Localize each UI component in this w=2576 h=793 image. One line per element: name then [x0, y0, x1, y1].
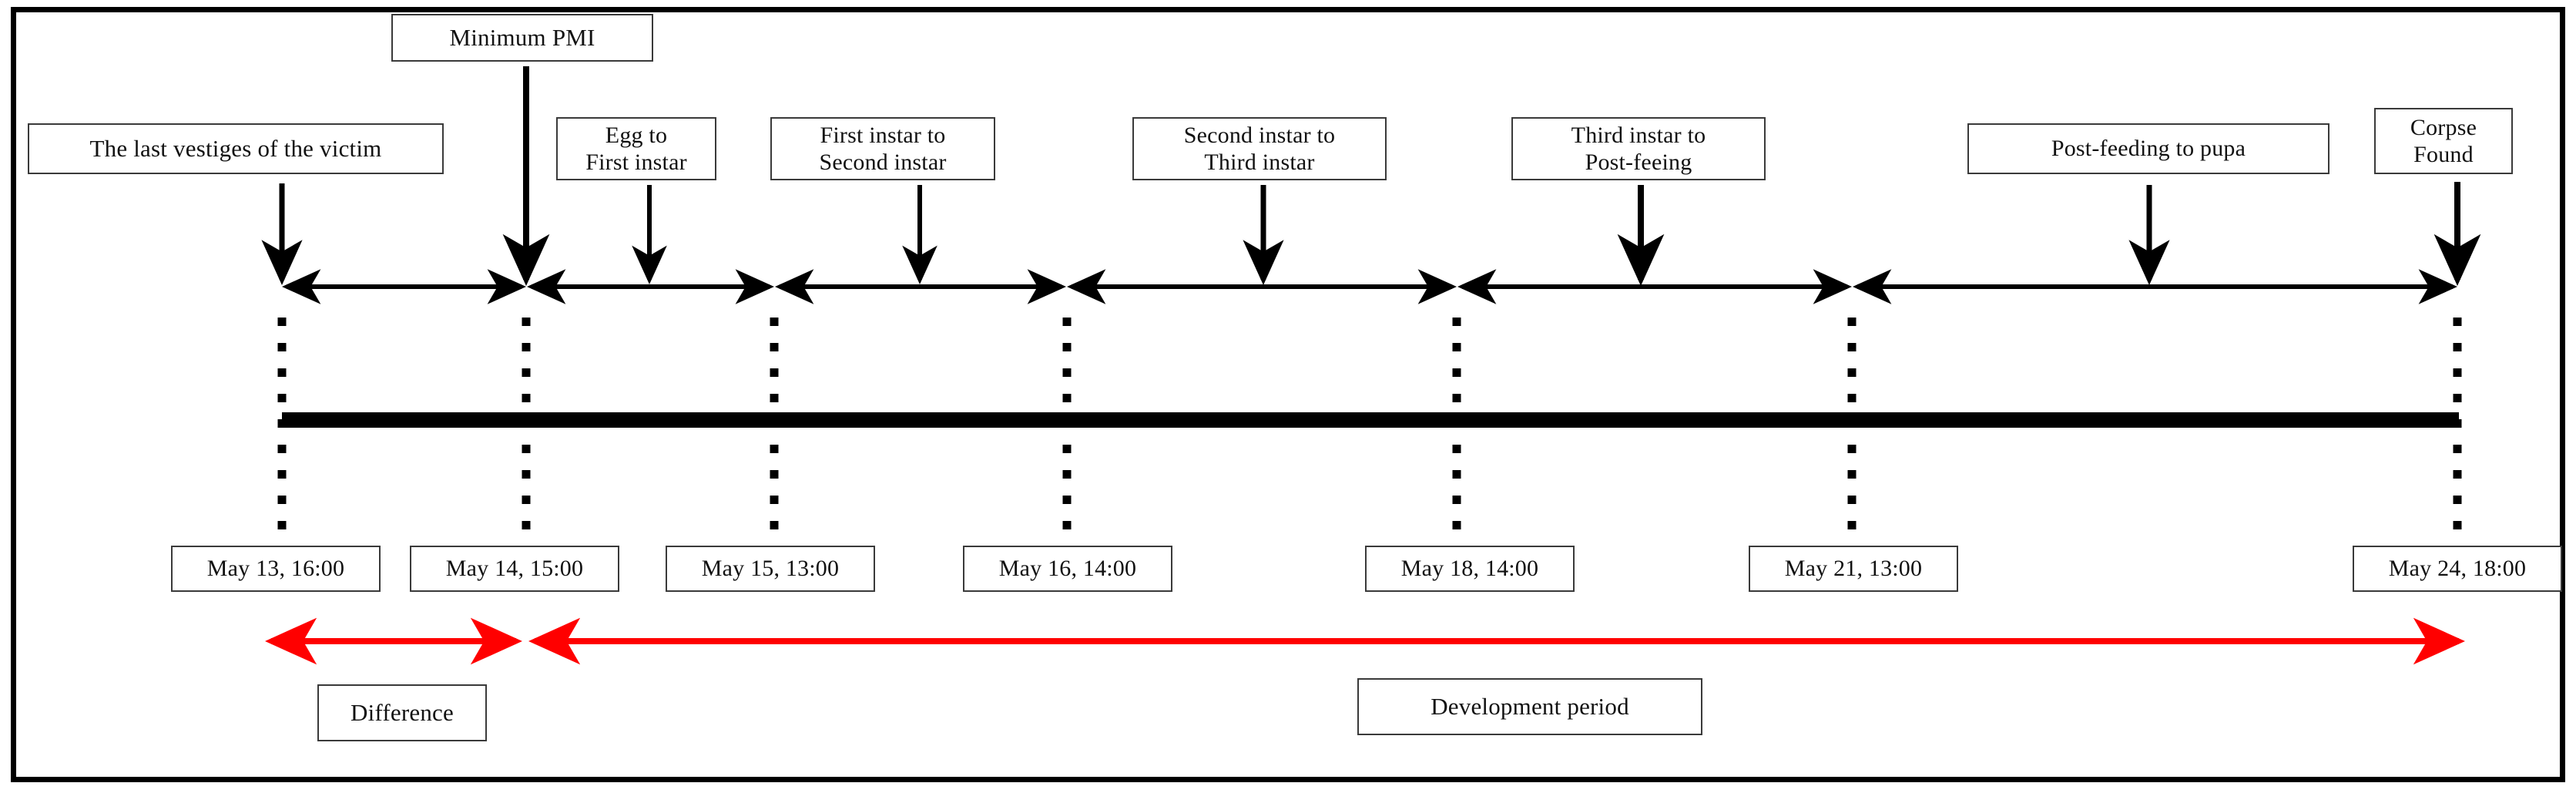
label-stage-egg-to-first-instar: Egg to First instar [556, 117, 716, 180]
period-box-development-period: Development period [1357, 678, 1702, 735]
label-corpse-found: Corpse Found [2374, 108, 2513, 174]
label-last-vestiges-of-victim: The last vestiges of the victim [28, 123, 444, 174]
label-stage-second-to-third-instar: Second instar to Third instar [1132, 117, 1387, 180]
date-box-t3: May 15, 13:00 [666, 546, 875, 592]
date-box-t4: May 16, 14:00 [963, 546, 1172, 592]
label-stage-third-instar-to-post-feeding: Third instar to Post-feeing [1511, 117, 1766, 180]
date-box-t7: May 24, 18:00 [2353, 546, 2562, 592]
date-box-t2: May 14, 15:00 [410, 546, 619, 592]
date-box-t6: May 21, 13:00 [1749, 546, 1958, 592]
label-stage-first-to-second-instar: First instar to Second instar [770, 117, 995, 180]
label-minimum-pmi: Minimum PMI [391, 14, 653, 62]
period-box-difference: Difference [317, 684, 487, 741]
date-box-t5: May 18, 14:00 [1365, 546, 1575, 592]
label-stage-post-feeding-to-pupa: Post-feeding to pupa [1967, 123, 2329, 174]
date-box-t1: May 13, 16:00 [171, 546, 381, 592]
